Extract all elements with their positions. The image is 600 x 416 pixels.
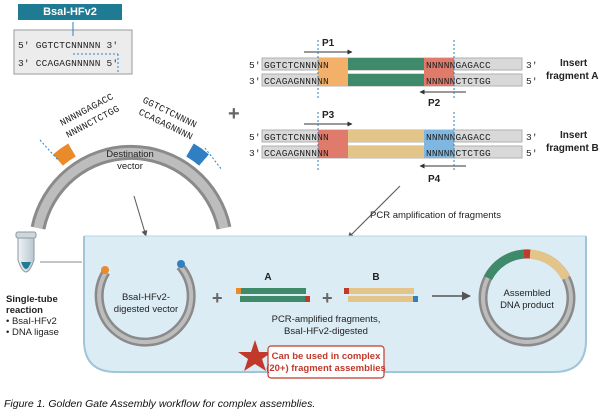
- insert-b-label-line1: Insert: [560, 130, 588, 141]
- insert-b-top-five: 5′: [249, 132, 261, 143]
- fragment-b-bottom: [348, 296, 418, 302]
- insert-a-overhang-left: [318, 58, 348, 86]
- insert-b-overhang-left: [318, 130, 348, 158]
- insert-fragment-b: 5′ GGTCTCNNNNN NNNNNGAGACC 3′ 3′ CCAGAGN…: [249, 110, 599, 185]
- insert-b-bottom-three: 3′: [249, 148, 261, 159]
- insert-a-bottom-five: 5′: [526, 76, 538, 87]
- digested-vector-end-orange: [101, 266, 109, 274]
- reaction-title-line1: Single-tube: [6, 294, 58, 305]
- enzyme-label: BsaI-HFv2: [18, 4, 122, 20]
- assembled-line1: Assembled: [504, 288, 551, 299]
- callout-star-icon: [238, 340, 272, 371]
- insert-a-top-right: NNNNNGAGACC: [426, 60, 491, 71]
- insert-a-bottom-right: NNNNNCTCTGG: [426, 76, 491, 87]
- vector-cut-left: [39, 139, 59, 161]
- insert-a-bottom-three: 3′: [249, 76, 261, 87]
- plus-sign-2: +: [322, 288, 333, 308]
- fragment-a-end-left: [236, 288, 241, 294]
- primer-p2-label: P2: [428, 98, 441, 109]
- digested-vector: BsaI-HFv2- digested vector: [94, 260, 196, 347]
- figure-caption: Figure 1. Golden Gate Assembly workflow …: [4, 398, 316, 410]
- insert-b-bottom-five: 5′: [526, 148, 538, 159]
- vector-label-line1: Destination: [106, 149, 154, 160]
- fragment-a-top: [236, 288, 306, 294]
- recognition-bottom-strand: 3′ CCAGAGNNNNN 5′: [18, 58, 118, 69]
- callout: Can be used in complex (20+) fragment as…: [238, 340, 386, 379]
- insert-b-insert-top: [348, 130, 424, 142]
- single-tube-reaction: Single-tube reaction • BsaI-HFv2 • DNA l…: [6, 294, 59, 338]
- reaction-title-line2: reaction: [6, 305, 43, 316]
- digested-vector-end-blue: [177, 260, 185, 268]
- callout-line2: (20+) fragment assemblies: [266, 363, 386, 374]
- insert-a-top-three: 3′: [526, 60, 538, 71]
- assembled-line2: DNA product: [500, 300, 554, 311]
- insert-a-top-left: GGTCTCNNNNN: [264, 60, 329, 71]
- digested-vector-line2: digested vector: [114, 304, 178, 315]
- insert-b-insert-bottom: [348, 146, 424, 158]
- insert-a-label-line2: fragment A: [546, 71, 598, 82]
- assembled-product: Assembled DNA product: [478, 249, 576, 347]
- fragment-b-label: B: [372, 272, 379, 283]
- insert-b-overhang-right: [424, 130, 454, 158]
- pcr-fragments-line1: PCR-amplified fragments,: [272, 314, 381, 325]
- fragment-a-bottom: [240, 296, 310, 302]
- vector-cut-right: [204, 147, 223, 171]
- vector-to-tub-arrow: [133, 195, 148, 237]
- reaction-component-ligase: • DNA ligase: [6, 327, 59, 338]
- plus-sign-top: +: [228, 103, 240, 125]
- primer-p1-label: P1: [322, 38, 335, 49]
- primer-p3-label: P3: [322, 110, 335, 121]
- pcr-fragments-line2: BsaI-HFv2-digested: [284, 326, 368, 337]
- insert-a-insert-bottom: [348, 74, 424, 86]
- assembled-segment-a: [483, 249, 525, 281]
- recognition-site: 5′ GGTCTCNNNNN 3′ 3′ CCAGAGNNNNN 5′: [13, 22, 133, 75]
- insert-b-top-three: 3′: [526, 132, 538, 143]
- recognition-site-box: [13, 29, 133, 75]
- reaction-component-enzyme: • BsaI-HFv2: [6, 316, 57, 327]
- digested-fragment-b: B: [344, 272, 418, 302]
- digested-fragment-a: A: [236, 272, 310, 302]
- insert-a-top-five: 5′: [249, 60, 261, 71]
- callout-line1: Can be used in complex: [272, 351, 381, 362]
- pcr-to-tub-arrow: [347, 185, 401, 239]
- insert-a-label-line1: Insert: [560, 58, 588, 69]
- tube-cap: [15, 231, 37, 239]
- primer-p4-label: P4: [428, 174, 441, 185]
- vector-label-line2: vector: [117, 161, 143, 172]
- plus-sign-1: +: [212, 288, 223, 308]
- insert-a-insert-top: [348, 58, 424, 70]
- tube-icon: [15, 231, 37, 273]
- fragment-b-top: [344, 288, 414, 294]
- vector-overhang-left: [53, 143, 76, 166]
- fragment-b-end-right: [413, 296, 418, 302]
- insert-b-bottom-left: CCAGAGNNNNN: [264, 148, 329, 159]
- tube-liquid: [21, 262, 31, 269]
- fragment-b-end-left: [344, 288, 349, 294]
- callout-box: [267, 345, 385, 379]
- insert-a-bottom-left: CCAGAGNNNNN: [264, 76, 329, 87]
- recognition-top-strand: 5′ GGTCTCNNNNN 3′: [18, 40, 118, 51]
- insert-a-overhang-right: [424, 58, 454, 86]
- insert-b-bottom-right: NNNNNCTCTGG: [426, 148, 491, 159]
- digested-vector-ring-inner: [97, 264, 194, 345]
- vector-backbone-inner: [33, 147, 229, 229]
- pcr-amplification-label: PCR amplification of fragments: [370, 210, 501, 221]
- destination-vector: NNNNGAGACC NNNNCTCTGG GGTCTCNNNN CCAGAGN…: [30, 91, 232, 230]
- vector-overhang-right: [186, 143, 209, 166]
- insert-fragment-a: 5′ GGTCTCNNNNN NNNNNGAGACC 3′ 3′ CCAGAGN…: [249, 38, 598, 109]
- fragment-a-end-right: [305, 296, 310, 302]
- insert-b-top-right: NNNNNGAGACC: [426, 132, 491, 143]
- digested-vector-line1: BsaI-HFv2-: [122, 292, 170, 303]
- insert-b-top-left: GGTCTCNNNNN: [264, 132, 329, 143]
- assembled-segment-b: [529, 249, 571, 281]
- fragment-a-label: A: [264, 272, 271, 283]
- insert-b-label-line2: fragment B: [546, 143, 599, 154]
